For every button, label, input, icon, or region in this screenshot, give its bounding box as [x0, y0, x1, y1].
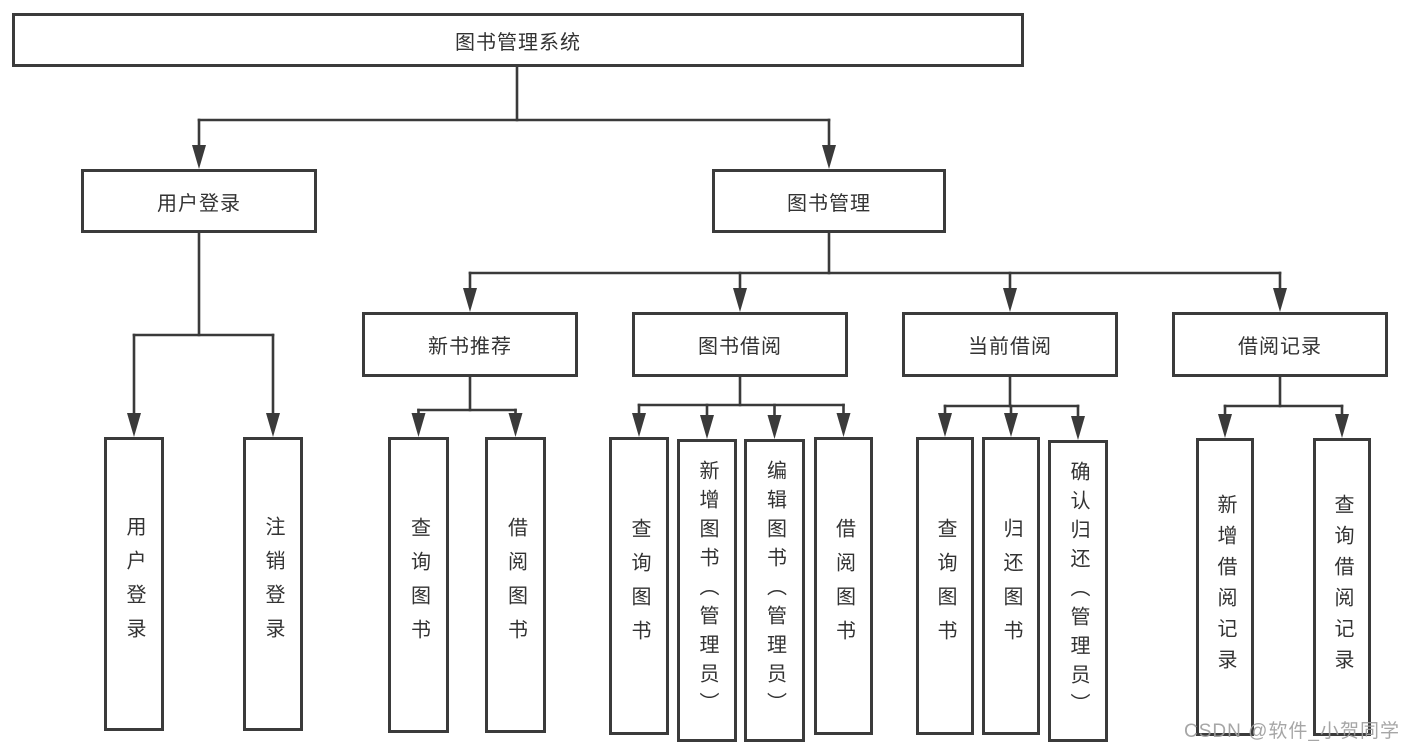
- leaf-query-books-current: 查询图书: [916, 437, 974, 735]
- node-book-borrowing: 图书借阅: [632, 312, 848, 377]
- leaf-add-book-admin: 新增图书（管理员）: [677, 439, 737, 742]
- node-user-login: 用户登录: [81, 169, 317, 233]
- leaf-query-books-recommend: 查询图书: [388, 437, 449, 733]
- node-library-management-system: 图书管理系统: [12, 13, 1024, 67]
- node-borrowing-records: 借阅记录: [1172, 312, 1388, 377]
- leaf-query-borrow-record: 查询借阅记录: [1313, 438, 1371, 736]
- leaf-return-books: 归还图书: [982, 437, 1040, 735]
- node-current-borrowing: 当前借阅: [902, 312, 1118, 377]
- leaf-logout: 注销登录: [243, 437, 303, 731]
- leaf-borrow-books-recommend: 借阅图书: [485, 437, 546, 733]
- leaf-query-books-borrowing: 查询图书: [609, 437, 669, 735]
- csdn-watermark: CSDN @软件_小贺同学: [1184, 721, 1400, 742]
- leaf-user-login: 用户登录: [104, 437, 164, 731]
- leaf-confirm-return-admin: 确认归还（管理员）: [1048, 440, 1108, 742]
- node-book-management: 图书管理: [712, 169, 946, 233]
- node-new-book-recommendation: 新书推荐: [362, 312, 578, 377]
- leaf-edit-book-admin: 编辑图书（管理员）: [744, 439, 805, 742]
- leaf-borrow-books-borrowing: 借阅图书: [814, 437, 873, 735]
- leaf-add-borrow-record: 新增借阅记录: [1196, 438, 1254, 736]
